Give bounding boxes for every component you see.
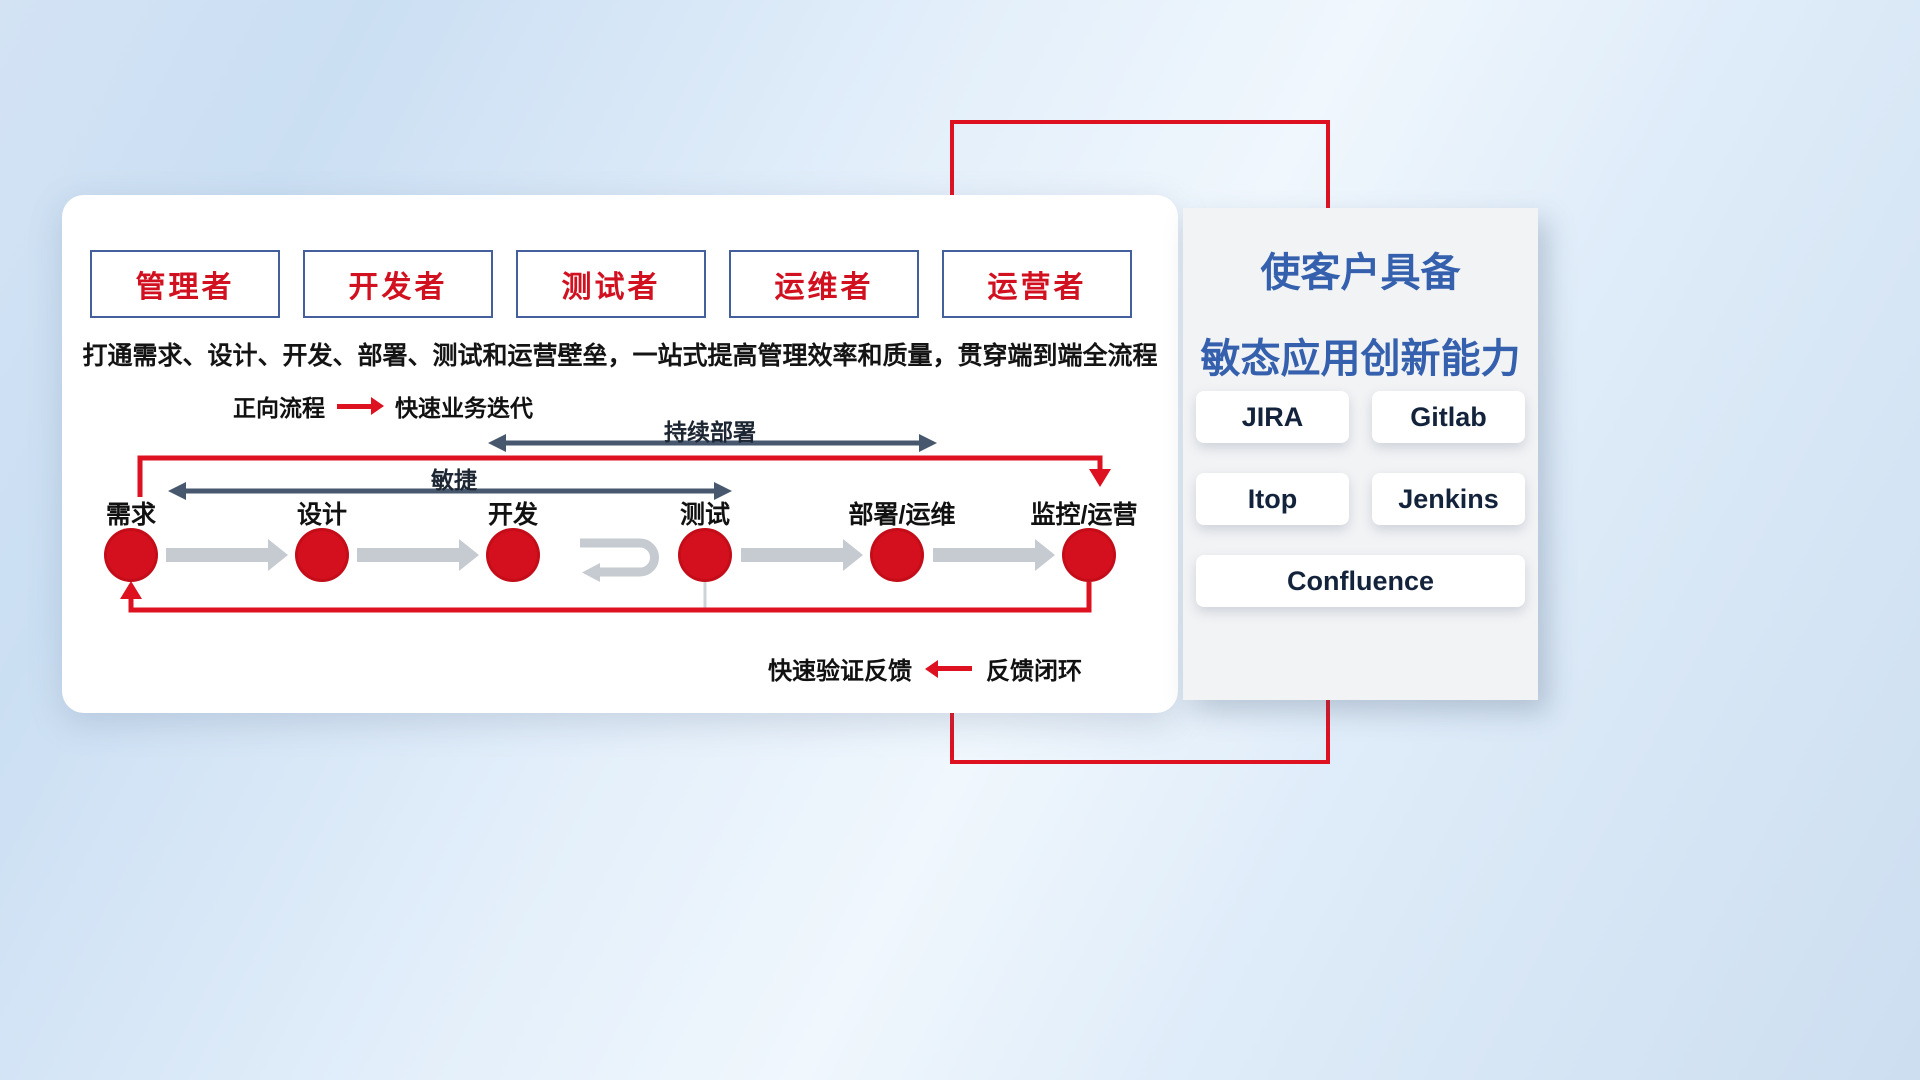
flow-diagram bbox=[120, 434, 1111, 613]
feedback-loop-line bbox=[120, 581, 1092, 613]
forward-arrow-icon bbox=[337, 403, 371, 409]
stage-label-test: 测试 bbox=[679, 501, 731, 529]
stage-label-monitor-operation: 监控/运营 bbox=[1030, 501, 1138, 529]
feedback-arrow-icon bbox=[938, 666, 972, 671]
forward-legend-value: 快速业务迭代 bbox=[395, 395, 533, 421]
role-label-ops: 运维者 bbox=[774, 271, 874, 304]
stage-node-monitor-operation bbox=[1062, 528, 1116, 582]
role-box-operator: 运营者 bbox=[942, 250, 1132, 318]
flow-arrow bbox=[933, 539, 1055, 571]
agile-label: 敏捷 bbox=[431, 467, 477, 493]
stage-node-develop bbox=[486, 528, 540, 582]
flow-arrow bbox=[741, 539, 863, 571]
flow-arrow bbox=[357, 539, 479, 571]
role-label-manager: 管理者 bbox=[135, 271, 235, 304]
tool-itop: Itop bbox=[1196, 473, 1349, 525]
stage-label-requirements: 需求 bbox=[105, 501, 157, 529]
cd-range-arrow bbox=[488, 434, 937, 452]
tool-gitlab: Gitlab bbox=[1372, 391, 1525, 443]
role-label-operator: 运营者 bbox=[987, 271, 1087, 304]
role-label-developer: 开发者 bbox=[348, 271, 448, 304]
feedback-legend: 快速验证反馈 反馈闭环 bbox=[768, 651, 1082, 686]
stage-label-deploy-ops: 部署/运维 bbox=[848, 501, 956, 529]
feedback-legend-label: 快速验证反馈 bbox=[768, 658, 912, 685]
flow-arrows-group bbox=[166, 539, 1055, 571]
stage-node-design bbox=[295, 528, 349, 582]
continuous-deploy-label: 持续部署 bbox=[664, 419, 756, 445]
forward-legend: 正向流程 快速业务迭代 bbox=[233, 389, 533, 423]
forward-flow-line bbox=[137, 455, 1111, 497]
stage-label-develop: 开发 bbox=[487, 501, 539, 529]
panel-title-line1: 使客户具备 bbox=[1260, 251, 1461, 295]
role-box-manager: 管理者 bbox=[90, 250, 280, 318]
role-box-developer: 开发者 bbox=[303, 250, 493, 318]
iteration-loop-icon bbox=[580, 538, 659, 582]
stage-node-deploy-ops bbox=[870, 528, 924, 582]
role-label-tester: 测试者 bbox=[561, 271, 661, 304]
tool-jenkins: Jenkins bbox=[1372, 473, 1525, 525]
role-boxes-row: 管理者 开发者 测试者 运维者 运营者 bbox=[90, 250, 1132, 318]
stage-label-design: 设计 bbox=[296, 501, 348, 529]
devops-flow-card: 管理者 开发者 测试者 运维者 运营者 打通需求、设计、开发、部署、测试和运营壁… bbox=[62, 195, 1178, 713]
tool-jira: JIRA bbox=[1196, 391, 1349, 443]
forward-legend-label: 正向流程 bbox=[233, 395, 325, 421]
panel-title-line2: 敏态应用创新能力 bbox=[1200, 337, 1521, 381]
role-box-ops: 运维者 bbox=[729, 250, 919, 318]
stage-node-requirements bbox=[104, 528, 158, 582]
agile-range-arrow bbox=[168, 482, 732, 500]
tool-confluence: Confluence bbox=[1196, 555, 1525, 607]
role-box-tester: 测试者 bbox=[516, 250, 706, 318]
capability-panel: 使客户具备 敏态应用创新能力 JIRA Gitlab Itop Jenkins … bbox=[1183, 208, 1538, 700]
flow-arrow bbox=[166, 539, 288, 571]
description-text: 打通需求、设计、开发、部署、测试和运营壁垒，一站式提高管理效率和质量，贯穿端到端… bbox=[82, 342, 1158, 370]
feedback-legend-value: 反馈闭环 bbox=[986, 658, 1082, 685]
stage-node-test bbox=[678, 528, 732, 582]
tools-grid: JIRA Gitlab Itop Jenkins Confluence bbox=[1196, 391, 1525, 607]
